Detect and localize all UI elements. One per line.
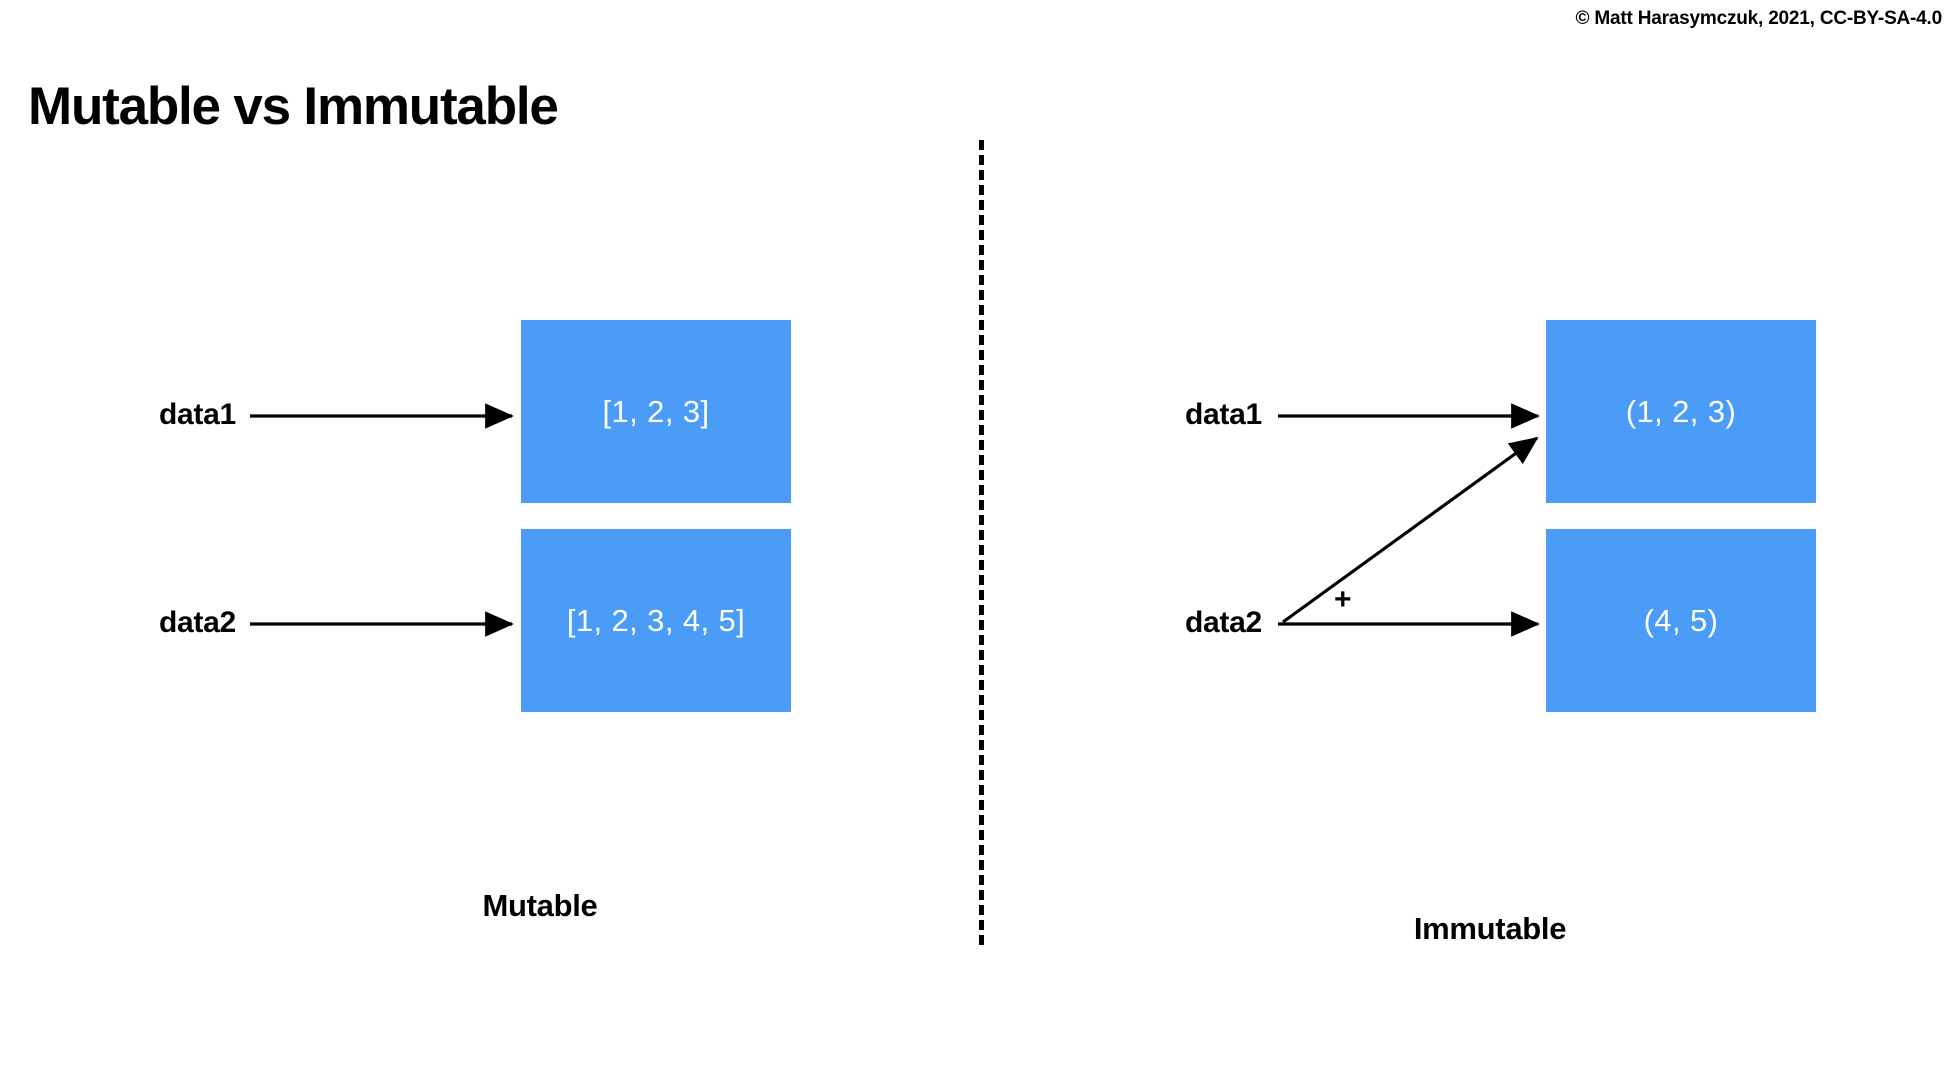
arrow-right-concat-diagonal bbox=[1282, 436, 1539, 624]
value-box-right-data2: (4, 5) bbox=[1546, 529, 1816, 712]
copyright-notice: © Matt Harasymczuk, 2021, CC-BY-SA-4.0 bbox=[1575, 8, 1943, 29]
panel-caption-mutable: Mutable bbox=[482, 888, 598, 923]
variable-label-right-data2: data2 bbox=[1185, 606, 1262, 639]
value-box-right-data1: (1, 2, 3) bbox=[1546, 320, 1816, 503]
value-text: [1, 2, 3] bbox=[602, 393, 710, 429]
panel-divider-dashed-line bbox=[979, 140, 984, 945]
value-text: [1, 2, 3, 4, 5] bbox=[566, 602, 746, 638]
variable-label-left-data1: data1 bbox=[159, 398, 236, 431]
value-box-left-data1: [1, 2, 3] bbox=[521, 320, 791, 503]
value-text: (1, 2, 3) bbox=[1625, 393, 1737, 429]
concat-operator-label: + bbox=[1334, 583, 1352, 616]
value-box-left-data2: [1, 2, 3, 4, 5] bbox=[521, 529, 791, 712]
panel-caption-immutable: Immutable bbox=[1413, 911, 1567, 946]
variable-label-left-data2: data2 bbox=[159, 606, 236, 639]
value-text: (4, 5) bbox=[1643, 602, 1719, 638]
page-title: Mutable vs Immutable bbox=[28, 76, 559, 136]
variable-label-right-data1: data1 bbox=[1185, 398, 1262, 431]
